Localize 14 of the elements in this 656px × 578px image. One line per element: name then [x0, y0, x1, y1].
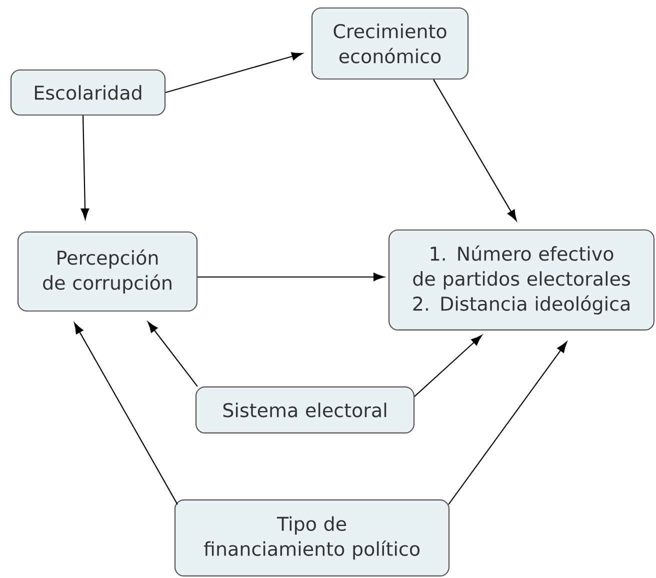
arrow — [148, 322, 198, 387]
arrow — [165, 52, 303, 94]
concept-box: Sistema electoral — [195, 386, 415, 434]
concept-box: Crecimiento económico — [311, 7, 469, 80]
concept-box: Tipo de financiamiento político — [174, 499, 450, 577]
concept-box: Escolaridad — [10, 69, 166, 116]
concept-box: 1. Número efectivo de partidos electorales 2. Distancia ideológica — [388, 229, 655, 331]
arrow — [198, 272, 385, 282]
arrow — [448, 342, 568, 505]
arrow — [74, 322, 178, 505]
arrow — [433, 79, 517, 221]
arrow — [414, 335, 482, 397]
arrow — [80, 116, 90, 220]
concept-box: Percepción de corrupción — [17, 231, 198, 312]
